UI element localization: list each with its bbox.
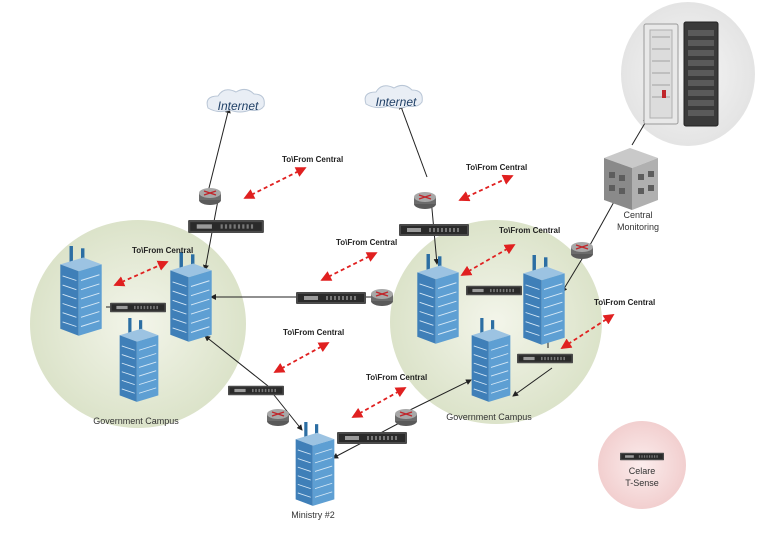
tsense-appliance-icon [399,224,469,236]
to-from-central-label: To\From Central [282,155,343,164]
tsense-appliance-icon [110,302,166,313]
server-rack-icon [643,23,679,125]
to-from-central-label: To\From Central [499,226,560,235]
router-icon [266,408,290,427]
tsense-appliance-icon [296,292,366,304]
internet-label-left: Internet [218,99,259,113]
tsense-appliance-icon [188,220,264,233]
to-from-central-label: To\From Central [594,298,655,307]
legend-appliance-icon [620,452,664,461]
central-monitoring-label-line2: Monitoring [617,222,659,232]
router-icon [413,191,437,210]
internet-label-right: Internet [376,95,417,109]
to-from-central-label: To\From Central [336,238,397,247]
server-rack-icon [683,21,719,127]
internet-cloud-left: Internet [206,88,265,113]
router-icon [394,408,418,427]
tsense-appliance-icon [337,432,407,444]
legend-area [598,421,686,509]
legend-label-line2: T-Sense [625,478,659,488]
tsense-appliance-icon [466,285,522,296]
central-monitoring-icon [604,148,658,210]
to-from-central-label: To\From Central [366,373,427,382]
campus-left-label: Government Campus [93,416,179,426]
to-from-central-label: To\From Central [283,328,344,337]
to-from-central-label: To\From Central [132,246,193,255]
central-monitoring-label-line1: Central [623,210,652,220]
campus-right-label: Government Campus [446,412,532,422]
ministry-building-icon [295,422,335,507]
tsense-appliance-icon [517,353,573,364]
to-from-central-arrows [113,167,615,418]
ministry-label: Ministry #2 [291,510,335,520]
legend-label-line1: Celare [629,466,656,476]
router-icon [570,241,594,260]
tsense-appliance-icon [228,385,284,396]
router-icon [370,288,394,307]
router-icon [198,187,222,206]
to-from-central-label: To\From Central [466,163,527,172]
internet-cloud-right: Internet [364,84,423,109]
